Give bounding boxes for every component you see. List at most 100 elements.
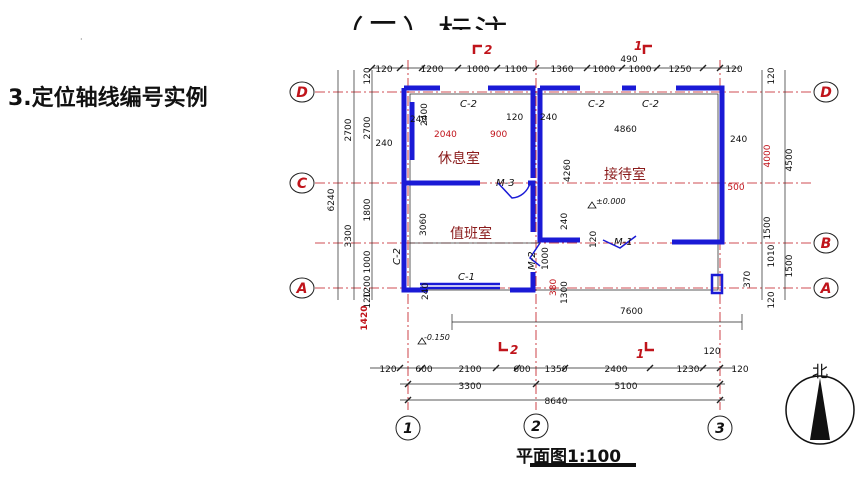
window-tag-2: C-2 xyxy=(588,99,605,110)
axis-bubbles xyxy=(289,81,839,441)
svg-text:1800: 1800 xyxy=(363,198,373,221)
room-label-reception: 接待室 xyxy=(604,166,646,183)
svg-text:490: 490 xyxy=(620,55,637,65)
svg-text:2700: 2700 xyxy=(363,116,373,139)
svg-text:120: 120 xyxy=(767,291,777,308)
svg-text:380: 380 xyxy=(549,279,559,296)
window-tag-C2-side: C-2 xyxy=(392,248,403,265)
svg-text:2400: 2400 xyxy=(605,365,628,375)
right-dimensions: 4500 1500 120 4000 500 1010 1500 120 xyxy=(727,67,795,308)
section-marks xyxy=(472,44,654,352)
svg-text:1350: 1350 xyxy=(545,365,568,375)
svg-text:370: 370 xyxy=(743,271,753,288)
slide-subtitle: 3.定位轴线编号实例 xyxy=(8,86,208,111)
dimension-lines xyxy=(337,67,786,401)
wall-north-2 xyxy=(488,85,536,178)
svg-text:240: 240 xyxy=(560,213,570,230)
inner-outline xyxy=(409,93,719,291)
svg-text:240: 240 xyxy=(421,283,431,300)
door-M-2-swing xyxy=(528,242,541,267)
wall-middle-east xyxy=(537,88,580,243)
svg-text:1300: 1300 xyxy=(560,281,570,304)
bottom-dimensions: 120 600 2100 600 1350 2400 1230 120 3300… xyxy=(379,347,748,407)
svg-text:2040: 2040 xyxy=(434,130,457,140)
wall-south xyxy=(510,272,536,293)
top-dimensions: 120 1200 1000 1100 1360 1000 1000 1250 1… xyxy=(375,55,742,75)
door-tag-M1: M-1 xyxy=(614,237,633,248)
axis-label-3: 3 xyxy=(715,421,725,437)
walls xyxy=(401,85,725,293)
svg-text:1250: 1250 xyxy=(669,65,692,75)
room-labels: 休息室 接待室 值班室 xyxy=(438,150,646,242)
svg-text:7600: 7600 xyxy=(620,307,643,317)
svg-text:1000: 1000 xyxy=(629,65,652,75)
svg-text:240: 240 xyxy=(375,139,392,149)
interior-dimensions: 2400 120 240 240 2040 900 4860 240 4260 … xyxy=(410,103,753,317)
svg-text:600: 600 xyxy=(513,365,530,375)
svg-text:120: 120 xyxy=(731,365,748,375)
svg-text:4260: 4260 xyxy=(563,159,573,182)
svg-text:3300: 3300 xyxy=(459,382,482,392)
svg-text:120: 120 xyxy=(379,365,396,375)
svg-text:120: 120 xyxy=(725,65,742,75)
svg-text:1420: 1420 xyxy=(360,305,370,330)
plan-panel xyxy=(290,30,860,440)
north-arrow xyxy=(785,375,855,445)
wall-north-east xyxy=(672,85,725,245)
svg-text:120: 120 xyxy=(589,231,599,248)
svg-text:600: 600 xyxy=(415,365,432,375)
level-zero: ±0.000 xyxy=(596,197,626,206)
svg-text:1100: 1100 xyxy=(505,65,528,75)
svg-text:6240: 6240 xyxy=(327,188,337,211)
svg-text:120: 120 xyxy=(703,347,720,357)
window-tag-C1: C-1 xyxy=(458,272,475,283)
window-tag-1: C-2 xyxy=(460,99,477,110)
plan-caption: 平面图1:100 xyxy=(516,447,622,467)
wall-west xyxy=(401,88,428,293)
svg-text:2700: 2700 xyxy=(344,118,354,141)
svg-text:1200: 1200 xyxy=(421,65,444,75)
axis-label-1: 1 xyxy=(403,421,413,437)
svg-text:500: 500 xyxy=(727,183,744,193)
svg-text:1500: 1500 xyxy=(785,254,795,277)
svg-text:1010: 1010 xyxy=(767,244,777,267)
axis-label-2: 2 xyxy=(531,419,541,435)
stray-dot: · xyxy=(80,35,83,44)
svg-text:4500: 4500 xyxy=(785,148,795,171)
left-dimensions: 6240 2700 3300 120 2700 240 1800 1000 12… xyxy=(327,67,393,330)
room-label-rest: 休息室 xyxy=(438,150,480,167)
door-tag-M3: M-3 xyxy=(496,178,515,189)
section-mark-2-top: 2 xyxy=(484,43,492,57)
column-pier xyxy=(710,273,724,295)
caption-underline xyxy=(530,463,636,467)
svg-text:900: 900 xyxy=(490,130,507,140)
axis-label-A-right: A xyxy=(820,281,832,297)
svg-text:1000: 1000 xyxy=(541,247,551,270)
door-tag-M2: M-2 xyxy=(527,251,538,270)
wall-details xyxy=(420,273,724,295)
svg-text:5100: 5100 xyxy=(615,382,638,392)
axis-label-C-left: C xyxy=(297,176,308,192)
svg-text:1000: 1000 xyxy=(467,65,490,75)
svg-text:1000: 1000 xyxy=(363,250,373,273)
svg-text:4860: 4860 xyxy=(614,125,637,135)
axis-label-A-left: A xyxy=(296,281,308,297)
door-M-3-swing xyxy=(497,182,531,199)
axis-label-B-right: B xyxy=(821,236,832,252)
svg-text:120: 120 xyxy=(363,291,373,308)
section-mark-1-top: 1 xyxy=(634,39,642,53)
door-swings xyxy=(497,182,637,267)
section-mark-2-bottom: 2 xyxy=(510,343,518,357)
level-symbols xyxy=(417,201,597,345)
svg-text:1360: 1360 xyxy=(551,65,574,75)
svg-text:120: 120 xyxy=(363,67,373,84)
svg-text:240: 240 xyxy=(540,113,557,123)
window-tag-3: C-2 xyxy=(642,99,659,110)
svg-text:120: 120 xyxy=(375,65,392,75)
svg-text:2400: 2400 xyxy=(420,103,430,126)
door-M-1-swing xyxy=(602,235,637,249)
svg-text:1000: 1000 xyxy=(593,65,616,75)
level-minus: -0.150 xyxy=(424,333,450,342)
dimension-ticks xyxy=(368,64,724,404)
